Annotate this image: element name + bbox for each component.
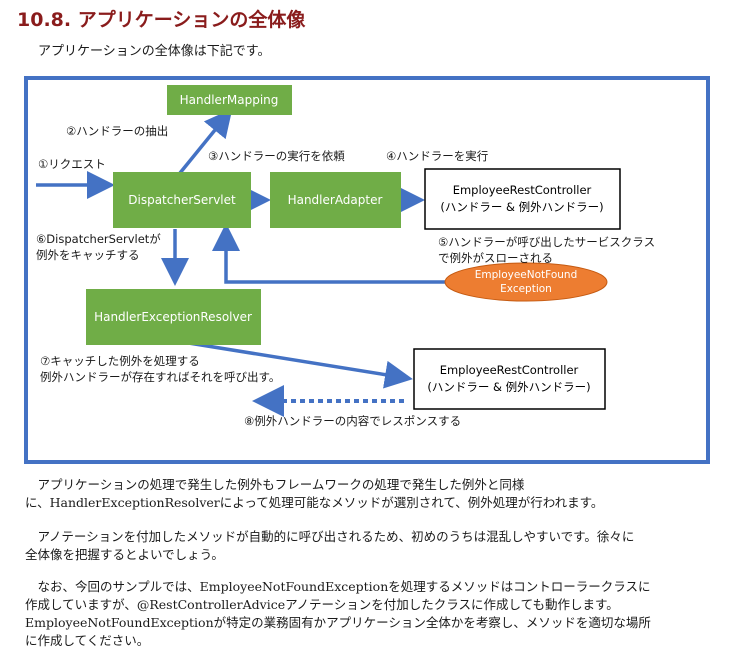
paragraph-line: なお、今回のサンプルでは、EmployeeNotFoundExceptionを処… <box>25 579 651 594</box>
architecture-diagram: HandlerMapping DispatcherServlet Handler… <box>24 76 710 464</box>
handler-mapping-label: HandlerMapping <box>180 93 279 107</box>
step7-label-line1: ⑦キャッチした例外を処理する <box>40 354 200 368</box>
paragraph-exception-flow: アプリケーションの処理で発生した例外もフレームワークの処理で発生した例外と同様 … <box>25 476 603 512</box>
exception-ellipse: EmployeeNotFound Exception <box>444 262 608 302</box>
paragraph-line: アプリケーションの処理で発生した例外もフレームワークの処理で発生した例外と同様 <box>25 477 525 492</box>
step8-label: ⑧例外ハンドラーの内容でレスポンスする <box>244 414 461 428</box>
paragraph-line: に、HandlerExceptionResolverによって処理可能なメソッドが… <box>25 495 604 510</box>
handler-mapping-box: HandlerMapping <box>167 85 292 115</box>
controller-top-box: EmployeeRestController (ハンドラー & 例外ハンドラー) <box>424 168 621 230</box>
step1-label: ①リクエスト <box>38 157 106 171</box>
exception-ellipse-line2: Exception <box>500 283 552 295</box>
handler-adapter-box: HandlerAdapter <box>270 172 401 228</box>
controller-bottom-role: (ハンドラー & 例外ハンドラー) <box>427 380 590 394</box>
step6-label-line2: 例外をキャッチする <box>36 248 140 262</box>
paragraph-line: アノテーションを付加したメソッドが自動的に呼び出されるため、初めのうちは混乱しや… <box>25 529 635 544</box>
controller-top-role: (ハンドラー & 例外ハンドラー) <box>440 200 603 214</box>
controller-bottom-name: EmployeeRestController <box>440 363 579 377</box>
step4-label: ④ハンドラーを実行 <box>386 149 488 163</box>
intro-text: アプリケーションの全体像は下記です。 <box>38 44 271 59</box>
dispatcher-servlet-box: DispatcherServlet <box>113 172 251 228</box>
extract-handler-arrow <box>178 108 233 175</box>
controller-top-name: EmployeeRestController <box>453 183 592 197</box>
step2-label: ②ハンドラーの抽出 <box>66 124 168 138</box>
step6-label-line1: ⑥DispatcherServletが <box>36 232 161 246</box>
exception-ellipse-line1: EmployeeNotFound <box>475 269 577 281</box>
step3-label: ③ハンドラーの実行を依頼 <box>208 149 345 163</box>
exception-resolver-label: HandlerExceptionResolver <box>94 310 252 324</box>
section-heading: 10.8. アプリケーションの全体像 <box>17 9 306 31</box>
paragraph-annotation-note: アノテーションを付加したメソッドが自動的に呼び出されるため、初めのうちは混乱しや… <box>25 528 634 564</box>
paragraph-line: に作成してください。 <box>25 633 150 648</box>
paragraph-sample-note: なお、今回のサンプルでは、EmployeeNotFoundExceptionを処… <box>25 578 651 650</box>
diagram-frame <box>24 76 710 464</box>
invoke-exception-handler-arrow <box>169 338 413 389</box>
step5-label-line2: で例外がスローされる <box>438 251 553 265</box>
step5-label-line1: ⑤ハンドラーが呼び出したサービスクラス <box>438 235 655 249</box>
dispatcher-servlet-label: DispatcherServlet <box>128 193 236 207</box>
step7-label-line2: 例外ハンドラーが存在すればそれを呼び出す。 <box>40 370 280 384</box>
exception-resolver-box: HandlerExceptionResolver <box>86 289 261 345</box>
handler-adapter-label: HandlerAdapter <box>288 193 383 207</box>
paragraph-line: EmployeeNotFoundExceptionが特定の業務固有かアプリケーシ… <box>25 615 651 630</box>
paragraph-line: 作成していますが、@RestControllerAdviceアノテーションを付加… <box>25 597 619 612</box>
paragraph-line: 全体像を把握するとよいでしょう。 <box>25 547 224 562</box>
exception-thrown-arrow <box>212 223 446 284</box>
controller-bottom-box: EmployeeRestController (ハンドラー & 例外ハンドラー) <box>413 348 606 410</box>
